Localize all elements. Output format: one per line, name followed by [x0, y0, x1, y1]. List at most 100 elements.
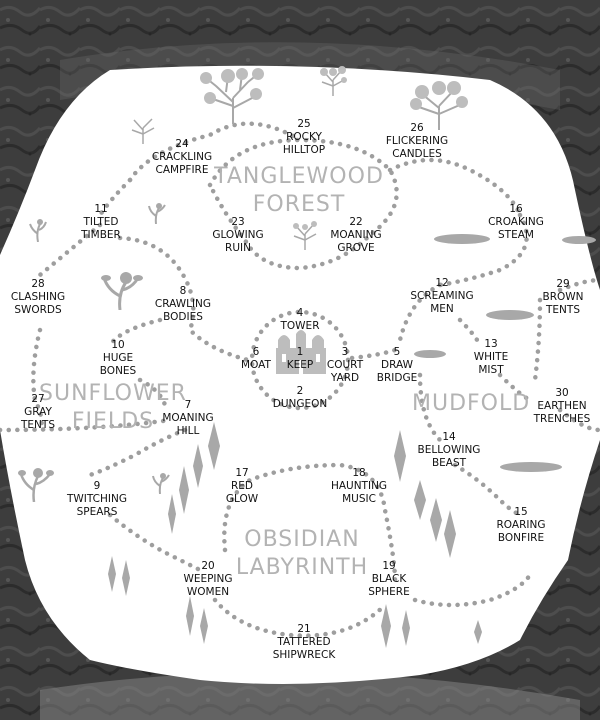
location-name-line: CANDLES: [392, 148, 442, 160]
location-name-line: KEEP: [286, 359, 314, 371]
path-7-9: [87, 427, 188, 478]
path-29-30: [532, 297, 543, 383]
location-name-line: TIMBER: [81, 229, 121, 241]
location-number: 8: [179, 285, 187, 297]
path-29-edge: [557, 277, 600, 293]
location-name-line: BROWN: [542, 291, 584, 303]
path-24-25: [127, 121, 303, 183]
puddle-icon: [486, 310, 534, 320]
path-lab-top: [222, 462, 398, 583]
region-label-fields: SUNFLOWER FIELDS: [38, 380, 188, 436]
location-name-line: TENTS: [21, 419, 55, 431]
location-name-line: HAUNTING: [330, 480, 388, 492]
location-name-line: TRENCHES: [533, 413, 591, 425]
location-number: 26: [410, 122, 424, 134]
location-name-line: SPHERE: [368, 586, 410, 598]
location-number: 17: [235, 467, 249, 479]
location-name-line: CRAWLING: [154, 298, 212, 310]
sunflower-icon: [152, 473, 170, 494]
location-name-line: MOANING: [162, 412, 214, 424]
location-number: 27: [31, 393, 45, 405]
location-name-line: GLOW: [225, 493, 259, 505]
location-name-line: RUIN: [225, 242, 251, 254]
sunflower-icon: [148, 203, 166, 224]
location-name-line: HILL: [176, 425, 200, 437]
path-19-15: [412, 572, 533, 608]
location-name-line: BODIES: [163, 311, 203, 323]
path-30-edge: [557, 407, 600, 433]
location-name-line: TOWER: [280, 320, 320, 332]
sunflower-icon: [18, 468, 54, 502]
location-name-line: RED: [230, 480, 253, 492]
location-name-line: COURT: [326, 359, 364, 371]
region-name-line: SUNFLOWER: [39, 381, 187, 406]
location-number: 21: [297, 623, 311, 635]
location-name-line: CROAKING: [488, 216, 544, 228]
dotted-paths: [0, 121, 600, 638]
location-number: 18: [352, 467, 366, 479]
location-number: 6: [252, 346, 260, 358]
region-name-line: FIELDS: [71, 409, 155, 434]
path-11-28: [37, 222, 103, 278]
location-name-line: MEN: [430, 303, 454, 315]
location-name-line: SWORDS: [14, 304, 62, 316]
location-number: 23: [231, 216, 245, 228]
path-28-27: [31, 327, 44, 433]
location-number: 30: [555, 387, 569, 399]
location-number: 28: [31, 278, 45, 290]
path-5-14: [417, 372, 443, 443]
region-label-forest: TANGLEWOOD FOREST: [206, 163, 392, 219]
location-name-line: TILTED: [83, 216, 119, 228]
path-16-12: [437, 212, 529, 288]
location-name-line: MOANING: [330, 229, 382, 241]
location-number: 25: [297, 118, 311, 130]
location-name-line: GRAY: [24, 406, 52, 418]
location-number: 2: [296, 385, 304, 397]
location-number: 9: [93, 480, 101, 492]
location-name-line: BONES: [99, 365, 137, 377]
puddle-icon: [562, 236, 596, 244]
location-name-line: DRAW: [381, 359, 413, 371]
location-name-line: YARD: [330, 372, 360, 384]
location-name-line: CAMPFIRE: [155, 164, 209, 176]
location-name-line: MUSIC: [342, 493, 376, 505]
location-number: 13: [484, 338, 498, 350]
location-name-line: ROARING: [496, 519, 546, 531]
puddle-icon: [500, 462, 562, 472]
location-name-line: BRIDGE: [376, 372, 418, 384]
location-number: 19: [382, 560, 396, 572]
path-10-7: [137, 377, 168, 408]
region-name-line: TANGLEWOOD: [214, 164, 384, 189]
